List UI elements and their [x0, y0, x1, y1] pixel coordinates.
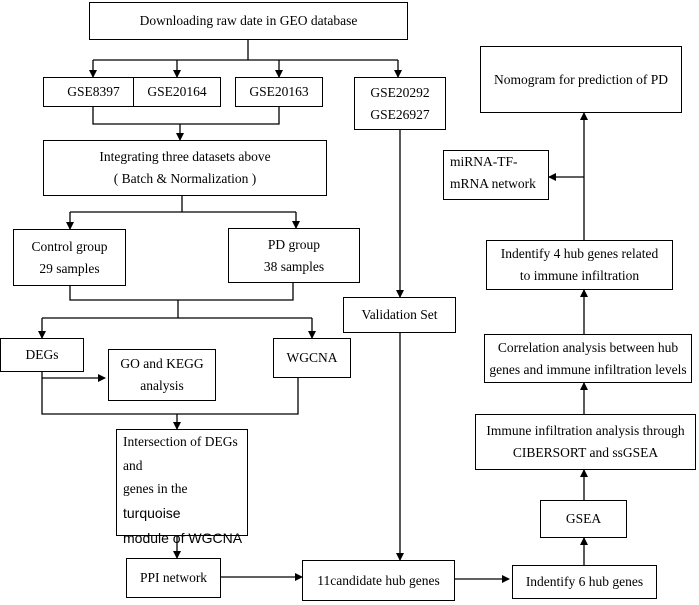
- turquoise-label: turquoise: [123, 504, 181, 521]
- validation-set-label: Validation Set: [361, 307, 438, 323]
- control-samples-label: 29 samples: [39, 260, 100, 276]
- mrna-network-label: mRNA network: [450, 175, 536, 191]
- gse20163-box: GSE20163: [235, 77, 323, 107]
- degs-box: DEGs: [0, 338, 84, 372]
- go-kegg-label: GO and KEGG: [120, 356, 204, 372]
- immune-infiltration-label: Immune infiltration analysis through: [486, 423, 685, 439]
- mirna-network-box: miRNA-TF- mRNA network: [443, 150, 549, 200]
- mirna-label: miRNA-TF-: [450, 154, 518, 169]
- pd-samples-label: 38 samples: [263, 258, 325, 274]
- connector-to-intersection: [41, 372, 299, 415]
- intersection-label-2: genes in the: [123, 481, 188, 497]
- integrating-box: Integrating three datasets above ( Batch…: [43, 140, 327, 196]
- immune-infiltration-related-label: to immune infiltration: [519, 268, 640, 283]
- degs-label: DEGs: [25, 347, 59, 363]
- wgcna-label: WGCNA: [286, 350, 338, 366]
- gse20292-gse26927-box: GSE20292 GSE26927: [354, 77, 446, 130]
- validation-set-box: Validation Set: [343, 297, 456, 333]
- connector-gse-merge: [92, 107, 280, 125]
- download-box: Downloading raw date in GEO database: [89, 2, 408, 40]
- batch-normalization-label: ( Batch & Normalization ): [113, 171, 257, 186]
- download-label: Downloading raw date in GEO database: [139, 13, 358, 29]
- connector-groups-merge: [69, 283, 294, 301]
- pd-group-box: PD group 38 samples: [228, 228, 360, 283]
- six-hub-genes-label: Indentify 6 hub genes: [525, 574, 644, 590]
- ppi-network-label: PPI network: [139, 570, 208, 586]
- four-hub-genes-box: Indentify 4 hub genes related to immune …: [486, 240, 673, 290]
- nomogram-label: Nomogram for prediction of PD: [494, 71, 668, 87]
- nomogram-box: Nomogram for prediction of PD: [480, 46, 682, 113]
- correlation-label: Correlation analysis between hub: [497, 339, 679, 355]
- go-kegg-analysis-label: analysis: [140, 378, 184, 393]
- candidate-hub-genes-label: 11candidate hub genes: [317, 572, 440, 588]
- wgcna-box: WGCNA: [273, 338, 351, 378]
- cibersort-label: CIBERSORT and ssGSEA: [512, 445, 659, 460]
- immune-infiltration-box: Immune infiltration analysis through CIB…: [475, 414, 696, 470]
- intersection-box: Intersection of DEGs and genes in the tu…: [116, 429, 248, 546]
- go-kegg-box: GO and KEGG analysis: [108, 349, 216, 401]
- gse8397-label: GSE8397: [67, 84, 120, 100]
- candidate-hub-genes-box: 11candidate hub genes: [302, 560, 455, 601]
- intersection-label: Intersection of DEGs and: [123, 434, 238, 473]
- gse20292-label: GSE20292: [370, 84, 430, 100]
- gse20164-label: GSE20164: [147, 84, 207, 100]
- four-hub-genes-label: Indentify 4 hub genes related: [500, 246, 659, 262]
- control-group-box: Control group 29 samples: [13, 229, 126, 286]
- correlation-label-2: genes and immune infiltration levels: [489, 361, 687, 377]
- gse20164-box: GSE20164: [133, 77, 221, 107]
- six-hub-genes-box: Indentify 6 hub genes: [512, 565, 657, 599]
- intersection-line-2: genes in the turquoise: [123, 477, 247, 525]
- gsea-label: GSEA: [565, 511, 602, 527]
- gse26927-label: GSE26927: [370, 106, 430, 122]
- module-label: module of WGCNA: [123, 529, 243, 546]
- correlation-analysis-box: Correlation analysis between hub genes a…: [484, 334, 692, 383]
- gse8397-box: GSE8397: [43, 77, 144, 107]
- integrating-label: Integrating three datasets above: [99, 149, 271, 165]
- gse20163-label: GSE20163: [249, 84, 309, 100]
- gsea-box: GSEA: [540, 500, 627, 538]
- ppi-network-box: PPI network: [126, 558, 221, 598]
- control-group-label: Control group: [31, 238, 108, 254]
- pd-group-label: PD group: [267, 236, 321, 252]
